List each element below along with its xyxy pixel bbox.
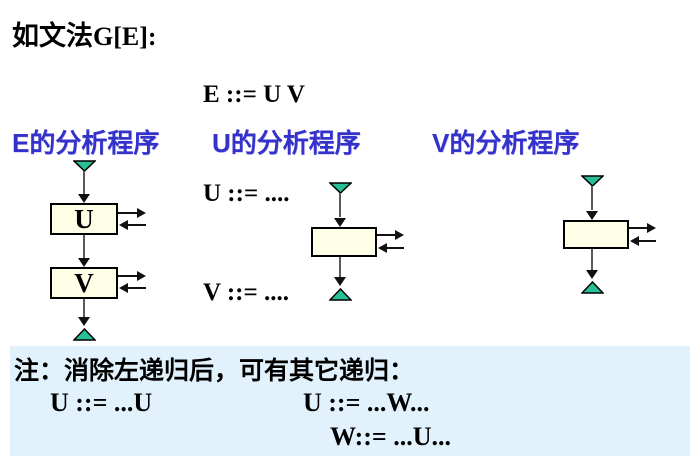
header-e-parser: E的分析程序	[12, 128, 160, 158]
down-arrowhead-icon	[586, 270, 598, 279]
call-box-v: V	[50, 267, 118, 299]
call-box-empty	[563, 220, 629, 249]
grammar-line-v: V ::= ....	[203, 279, 289, 306]
right-arrowhead-icon	[647, 223, 656, 233]
end-up-triangle-icon	[329, 288, 352, 301]
flow-line	[339, 257, 341, 277]
right-arrowhead-icon	[395, 230, 404, 240]
in-arrow-line	[128, 224, 146, 226]
down-arrowhead-icon	[334, 277, 346, 286]
down-arrowhead-icon	[78, 258, 90, 267]
page-title: 如文法G[E]:	[12, 14, 157, 53]
grammar-line-e: E ::= U V	[203, 81, 305, 108]
note-rule-indirect-top: U ::= ...W...	[303, 388, 430, 417]
out-arrow-line	[118, 275, 138, 277]
call-box-u-label: U	[74, 203, 94, 234]
end-up-triangle-icon	[73, 328, 96, 341]
in-arrow-line	[387, 247, 404, 249]
down-arrowhead-icon	[334, 218, 346, 227]
note-panel	[10, 346, 690, 456]
note-rule-indirect-bottom: W::= ...U...	[330, 422, 451, 451]
call-box-v-label: V	[74, 267, 94, 298]
note-rule-left-recursion: U ::= ...U	[50, 388, 153, 417]
header-u-parser: U的分析程序	[212, 128, 361, 158]
flow-line	[83, 171, 85, 197]
down-arrowhead-icon	[78, 194, 90, 203]
header-v-parser: V的分析程序	[432, 128, 580, 158]
out-arrow-line	[377, 234, 396, 236]
out-arrow-line	[629, 227, 648, 229]
title-chinese: 如文法	[12, 21, 93, 51]
flow-line	[83, 235, 85, 259]
grammar-line-u: U ::= ....	[203, 180, 290, 207]
start-down-triangle-icon	[581, 175, 604, 187]
end-up-triangle-icon	[581, 281, 604, 294]
flow-line	[83, 299, 85, 319]
left-arrowhead-icon	[630, 236, 639, 246]
left-arrowhead-icon	[378, 243, 387, 253]
flow-line	[591, 249, 593, 270]
flow-line	[591, 186, 593, 210]
down-arrowhead-icon	[78, 317, 90, 326]
in-arrow-line	[639, 240, 656, 242]
call-box-empty	[311, 227, 377, 257]
start-down-triangle-icon	[73, 160, 96, 172]
in-arrow-line	[128, 287, 146, 289]
right-arrowhead-icon	[137, 208, 146, 218]
title-grammar-name: G[E]:	[93, 22, 157, 51]
call-box-u: U	[50, 203, 118, 235]
flow-line	[339, 193, 341, 217]
right-arrowhead-icon	[137, 271, 146, 281]
left-arrowhead-icon	[119, 283, 128, 293]
note-heading: 注：消除左递归后，可有其它递归：	[14, 357, 415, 385]
down-arrowhead-icon	[586, 211, 598, 220]
start-down-triangle-icon	[329, 182, 352, 194]
out-arrow-line	[118, 212, 138, 214]
left-arrowhead-icon	[119, 220, 128, 230]
grammar-rules: E ::= U V U ::= .... V ::= ....	[203, 12, 305, 375]
